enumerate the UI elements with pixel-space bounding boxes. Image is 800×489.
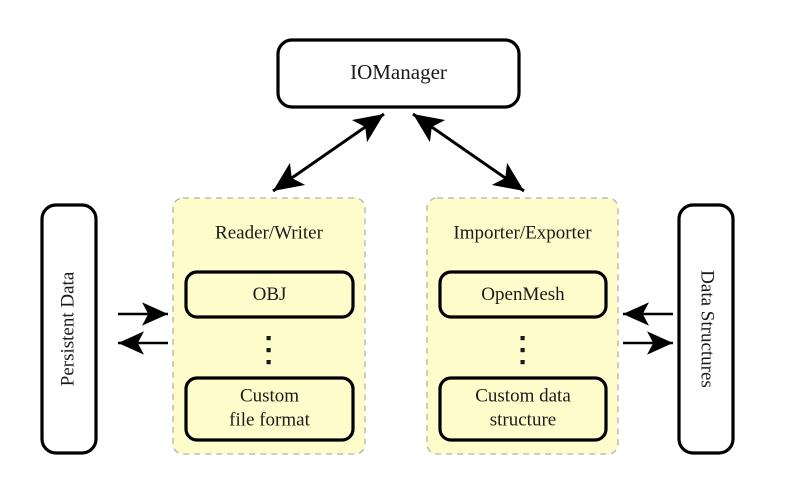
iomanager-node[interactable]: IOManager (276, 38, 521, 109)
reader-writer-group[interactable]: Reader/Writer OBJ Custom file format (172, 197, 366, 455)
importer-exporter-ellipsis-icon (520, 336, 525, 365)
reader-writer-group-label: Reader/Writer (215, 222, 324, 243)
iomanager-node-label: IOManager (350, 60, 447, 84)
data-structures-node[interactable]: Data Structures (677, 203, 735, 455)
persistent-data-node-label: Persistent Data (57, 271, 78, 386)
importer-exporter-group-label: Importer/Exporter (453, 222, 592, 243)
openmesh-node-label: OpenMesh (481, 284, 565, 305)
custom-data-structure-node-label-line2: structure (490, 409, 556, 430)
data-structures-node-box (677, 203, 735, 455)
openmesh-node-box (438, 270, 608, 319)
custom-file-format-node-label-line2: file format (229, 409, 310, 430)
persistent-data-node-box (40, 203, 98, 455)
iomanager-node-box (276, 38, 521, 109)
custom-file-format-node[interactable]: Custom file format (184, 376, 355, 442)
data-structures-node-label: Data Structures (697, 270, 718, 388)
iomanager-to-reader-writer-arrow (272, 112, 385, 193)
openmesh-node[interactable]: OpenMesh (438, 270, 608, 319)
iomanager-to-importer-exporter-arrow (412, 112, 525, 193)
persistent-data-node[interactable]: Persistent Data (40, 203, 98, 455)
importer-exporter-group[interactable]: Importer/Exporter OpenMesh Custom data s… (426, 197, 619, 455)
custom-file-format-node-box (184, 376, 355, 442)
custom-file-format-node-label-line1: Custom (240, 385, 299, 406)
obj-node[interactable]: OBJ (184, 270, 355, 319)
obj-node-label: OBJ (253, 284, 287, 305)
custom-data-structure-node-box (438, 376, 608, 442)
custom-data-structure-node-label-line1: Custom data (475, 385, 571, 406)
reader-writer-ellipsis-icon (266, 336, 271, 365)
custom-data-structure-node[interactable]: Custom data structure (438, 376, 608, 442)
obj-node-box (184, 270, 355, 319)
